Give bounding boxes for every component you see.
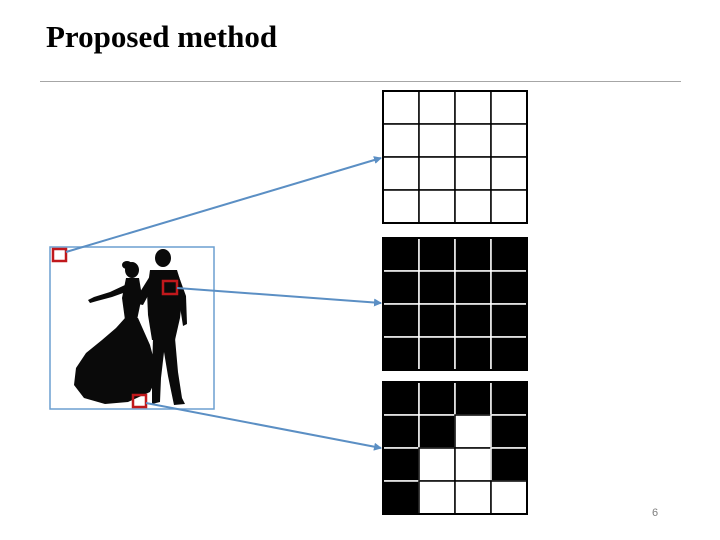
patch-marker-body [161,279,179,296]
grid-cell-light [454,414,492,449]
grid-cell-dark [382,336,420,371]
pixel-grid-background [382,90,528,224]
grid-cell-dark [382,480,420,515]
pixel-grid-edge [382,381,528,515]
grid-cell-dark [490,270,528,305]
grid-border [382,90,528,224]
grid-cell-light [454,156,492,191]
grid-cell-dark [382,414,420,449]
arrow-to-edge-grid [145,402,382,451]
grid-border [382,237,528,371]
grid-cell-dark [490,414,528,449]
grid-cell-light [454,123,492,158]
grid-cell-dark [454,237,492,272]
grid-cell-light [382,123,420,158]
arrow-to-body-grid [176,287,382,307]
grid-cell-dark [490,381,528,416]
grid-cell-dark [490,336,528,371]
grid-cell-light [454,189,492,224]
pixel-grid-body [382,237,528,371]
patch-marker-background [51,247,68,263]
grid-cell-dark [382,447,420,482]
grid-cell-light [418,123,456,158]
grid-cell-light [382,156,420,191]
grid-cell-dark [418,237,456,272]
grid-cell-dark [382,303,420,338]
grid-cell-dark [382,381,420,416]
grid-cell-dark [418,414,456,449]
grid-cell-dark [490,447,528,482]
page-number: 6 [652,507,659,519]
grid-cell-light [490,480,528,515]
grid-cell-light [454,480,492,515]
grid-cell-dark [454,270,492,305]
title-divider [40,81,681,82]
grid-cell-light [418,447,456,482]
grid-cell-light [418,90,456,125]
grid-cell-dark [418,336,456,371]
slide-title: Proposed method [46,19,278,54]
grid-cell-light [490,123,528,158]
grid-cell-dark [382,237,420,272]
grid-cell-light [382,189,420,224]
grid-cell-dark [418,381,456,416]
grid-border [382,381,528,515]
grid-cell-dark [490,303,528,338]
arrow-to-background-grid [65,156,382,253]
grid-cell-dark [382,270,420,305]
grid-cell-dark [454,336,492,371]
grid-cell-light [490,189,528,224]
silhouette-image [74,249,187,405]
grid-cell-light [490,90,528,125]
grid-cell-light [418,480,456,515]
grid-cell-dark [490,237,528,272]
grid-cell-light [490,156,528,191]
grid-cell-light [418,189,456,224]
grid-cell-light [454,447,492,482]
grid-cell-dark [454,303,492,338]
grid-cell-light [418,156,456,191]
patch-marker-edge [131,393,148,409]
grid-cell-light [382,90,420,125]
grid-cell-dark [418,270,456,305]
image-frame [49,246,215,410]
grid-cell-dark [454,381,492,416]
grid-cell-dark [418,303,456,338]
grid-cell-light [454,90,492,125]
